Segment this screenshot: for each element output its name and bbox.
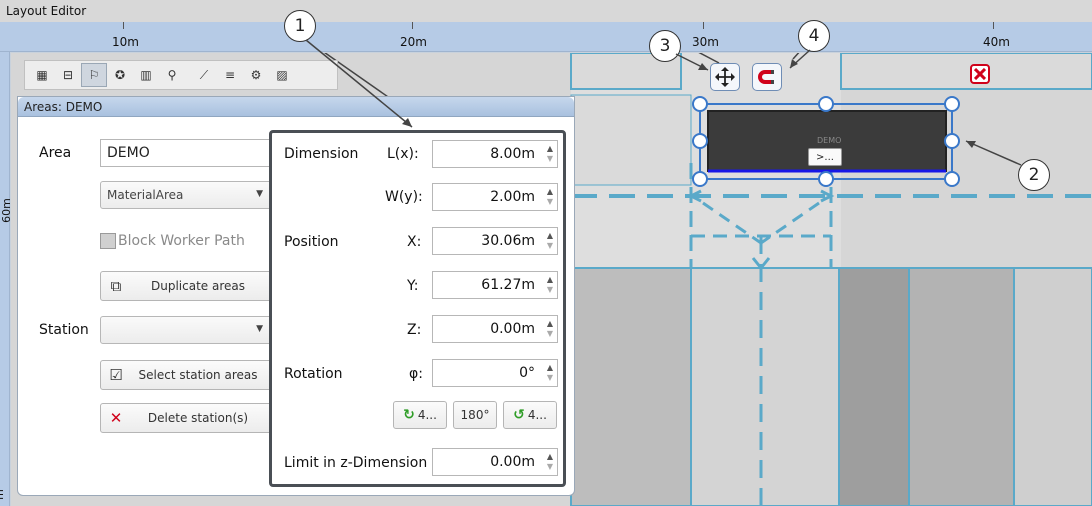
line-add-icon[interactable]: ≡ [224,68,236,82]
select-station-areas-button[interactable]: ☑ Select station areas [100,360,272,390]
ruler-label-30m: 30m [692,35,719,49]
rotate-left-button[interactable]: ↻ 4... [393,401,447,429]
callout-2: 2 [1018,159,1050,191]
phi-label: φ: [409,366,423,382]
length-x-input[interactable]: 8.00m ▲▼ [432,140,558,168]
limit-z-value: 0.00m [490,454,535,470]
area-label: Area [39,145,72,161]
chevron-down-icon: ▼ [256,324,263,334]
checkbox-box[interactable] [100,233,116,249]
select-station-areas-label: Select station areas [138,368,258,382]
duplicate-areas-button[interactable]: ⧉ Duplicate areas [100,271,272,301]
rotate-cw-icon: ↺ [513,407,525,423]
position-label: Position [284,234,339,250]
paint-add-icon[interactable]: ⟋ [199,67,209,82]
barcode-icon[interactable]: ▥ [140,68,152,82]
rotation-value: 0° [519,365,535,381]
length-x-value: 8.00m [490,146,535,162]
pattern-add-icon[interactable]: ▨ [276,68,288,82]
delete-station-label: Delete station(s) [147,411,249,425]
callout-1: 1 [284,10,316,42]
station-label: Station [39,322,89,338]
y-label: Y: [407,278,419,294]
block-worker-path-checkbox[interactable]: Block Worker Path [100,233,245,249]
window-title: Layout Editor [0,0,1092,22]
spin-arrows-icon[interactable]: ▲▼ [546,363,553,382]
area-type-value: MaterialArea [107,188,184,202]
remove-object-button[interactable] [970,64,990,84]
position-z-input[interactable]: 0.00m ▲▼ [432,315,558,343]
spin-arrows-icon[interactable]: ▲▼ [546,275,553,294]
spin-arrows-icon[interactable]: ▲▼ [546,187,553,206]
width-y-value: 2.00m [490,189,535,205]
lx-label: L(x): [387,146,419,162]
ruler-vertical: 60m m [0,52,13,506]
area-name-input[interactable]: DEMO [100,139,272,167]
delete-station-button[interactable]: ✕ Delete station(s) [100,403,272,433]
rotate-180-button[interactable]: 180° [453,401,497,429]
add-station-icon[interactable]: ✪ [114,68,126,82]
spin-arrows-icon[interactable]: ▲▼ [546,319,553,338]
position-z-value: 0.00m [490,321,535,337]
gear-add-icon[interactable]: ⚙ [250,68,262,82]
select-icon: ☑ [109,366,123,384]
position-y-value: 61.27m [481,277,535,293]
ruler-horizontal: 10m 20m 30m 40m [0,22,1092,52]
object-label: DEMO [817,136,842,145]
panel-title: Areas: DEMO [18,97,574,117]
rotation-label: Rotation [284,366,343,382]
geometry-group: Dimension L(x): 8.00m ▲▼ W(y): 2.00m ▲▼ … [269,130,566,487]
move-icon [715,67,735,87]
object-menu-button[interactable]: >... [808,148,842,166]
block-worker-path-label: Block Worker Path [118,233,245,249]
position-y-input[interactable]: 61.27m ▲▼ [432,271,558,299]
wy-label: W(y): [385,189,423,205]
flag-icon[interactable]: ⚐ [81,63,107,87]
spin-arrows-icon[interactable]: ▲▼ [546,231,553,250]
rotate-left-label: 4... [417,408,437,422]
rotate-180-label: 180° [460,408,490,422]
ruler-label-10m: 10m [112,35,139,49]
grid-icon[interactable]: ▦ [36,68,48,82]
width-y-input[interactable]: 2.00m ▲▼ [432,183,558,211]
editor-toolbar: ▦ ⊟ ⚐ ✪ ▥ ⚲ ⟋ ≡ ⚙ ▨ [24,60,338,90]
chevron-down-icon: ▼ [256,189,263,199]
z-label: Z: [407,322,422,338]
rotate-ccw-icon: ↻ [403,407,415,423]
dimension-label: Dimension [284,146,359,162]
duplicate-icon: ⧉ [110,277,122,295]
duplicate-areas-label: Duplicate areas [151,279,245,293]
rotation-input[interactable]: 0° ▲▼ [432,359,558,387]
spin-arrows-icon[interactable]: ▲▼ [546,144,553,163]
areas-panel: Areas: DEMO Area DEMO MaterialArea ▼ Blo… [17,96,575,496]
x-label: X: [407,234,422,250]
callout-4: 4 [798,20,830,52]
close-icon [974,68,986,80]
zoom-icon[interactable]: ⚲ [167,68,177,82]
ruler-label-bottom: m [0,489,6,500]
position-x-value: 30.06m [481,233,535,249]
station-select[interactable]: ▼ [100,316,272,344]
rotate-right-button[interactable]: ↺ 4... [503,401,557,429]
position-x-input[interactable]: 30.06m ▲▼ [432,227,558,255]
spin-arrows-icon[interactable]: ▲▼ [546,452,553,471]
limit-z-input[interactable]: 0.00m ▲▼ [432,448,558,476]
rotate-right-label: 4... [527,408,547,422]
move-button[interactable] [710,63,740,91]
callout-3: 3 [649,30,681,62]
ruler-label-20m: 20m [400,35,427,49]
area-type-select[interactable]: MaterialArea ▼ [100,181,272,209]
ruler-label-40m: 40m [983,35,1010,49]
limit-z-label: Limit in z-Dimension [284,455,428,471]
magnet-icon [758,70,774,84]
measure-icon[interactable]: ⊟ [62,68,74,82]
snap-magnet-button[interactable] [752,63,782,91]
delete-icon: ✕ [109,409,123,427]
